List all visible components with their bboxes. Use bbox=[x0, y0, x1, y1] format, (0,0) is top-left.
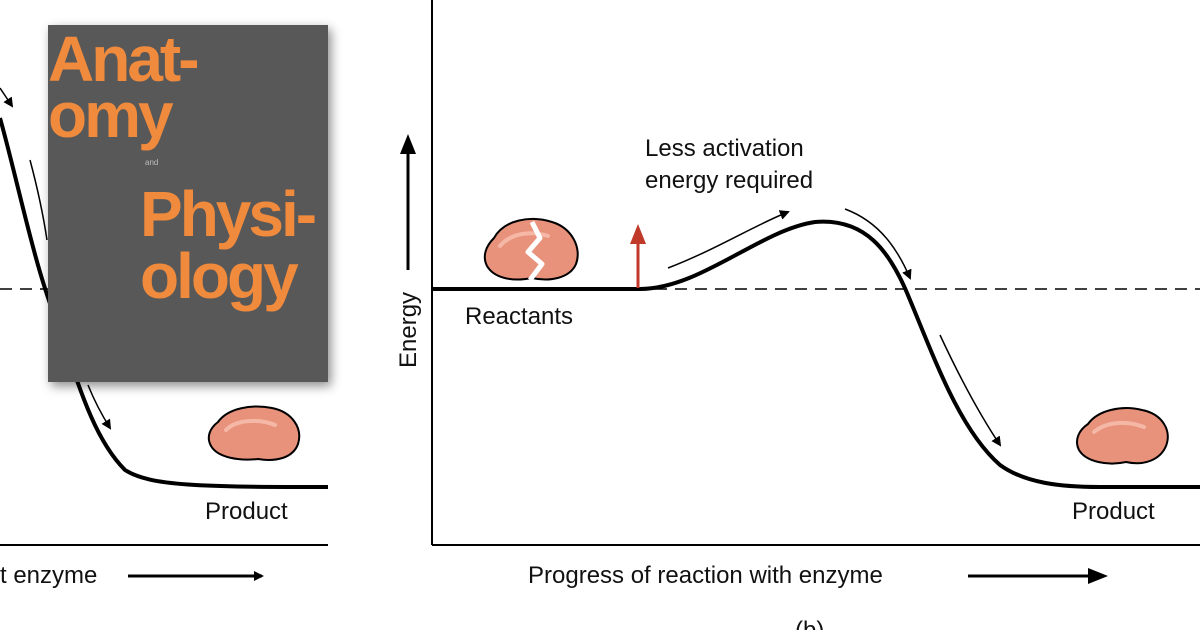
product-molecule-icon bbox=[1076, 407, 1169, 465]
lower-descend-arrow bbox=[939, 334, 1002, 447]
reactants-label: Reactants bbox=[465, 303, 573, 330]
panel-letter: (b) bbox=[795, 617, 824, 630]
left-x-axis-label: t enzyme bbox=[0, 562, 97, 589]
y-axis-label: Energy bbox=[395, 292, 422, 368]
left-descend-arrow-upper bbox=[29, 159, 48, 241]
rise-arrow bbox=[667, 210, 790, 269]
annotation-line-2: energy required bbox=[645, 167, 813, 194]
left-product-label: Product bbox=[205, 498, 288, 525]
book-title-line-1: Anat- bbox=[48, 25, 200, 95]
product-molecule-icon bbox=[207, 405, 301, 461]
book-cover: Anat- omy and Physi- ology bbox=[48, 25, 328, 382]
left-descend-arrow-top bbox=[0, 87, 14, 108]
left-energy-curve bbox=[0, 117, 329, 489]
book-title-line-4: ology bbox=[140, 240, 299, 312]
annotation-line-1: Less activation bbox=[645, 135, 804, 162]
right-panel: Energy Less activation energy required R… bbox=[395, 0, 1200, 635]
reactant-molecule-icon bbox=[483, 218, 579, 282]
left-descend-arrow-lower bbox=[87, 384, 112, 430]
book-connector: and bbox=[145, 158, 159, 167]
book-title-line-2: omy bbox=[48, 79, 174, 151]
right-product-label: Product bbox=[1072, 498, 1155, 525]
left-panel: Product t enzyme bbox=[0, 87, 329, 589]
product-molecule-shine bbox=[224, 418, 277, 432]
energy-curve-with-enzyme bbox=[432, 219, 1200, 489]
book-title-line-3: Physi- bbox=[140, 178, 317, 250]
x-axis-label: Progress of reaction with enzyme bbox=[528, 562, 883, 589]
peak-descend-arrow bbox=[844, 208, 912, 280]
x-axis-arrow-head bbox=[1088, 568, 1108, 584]
activation-arrow-icon bbox=[630, 224, 646, 244]
y-axis-arrow-head bbox=[400, 134, 416, 154]
